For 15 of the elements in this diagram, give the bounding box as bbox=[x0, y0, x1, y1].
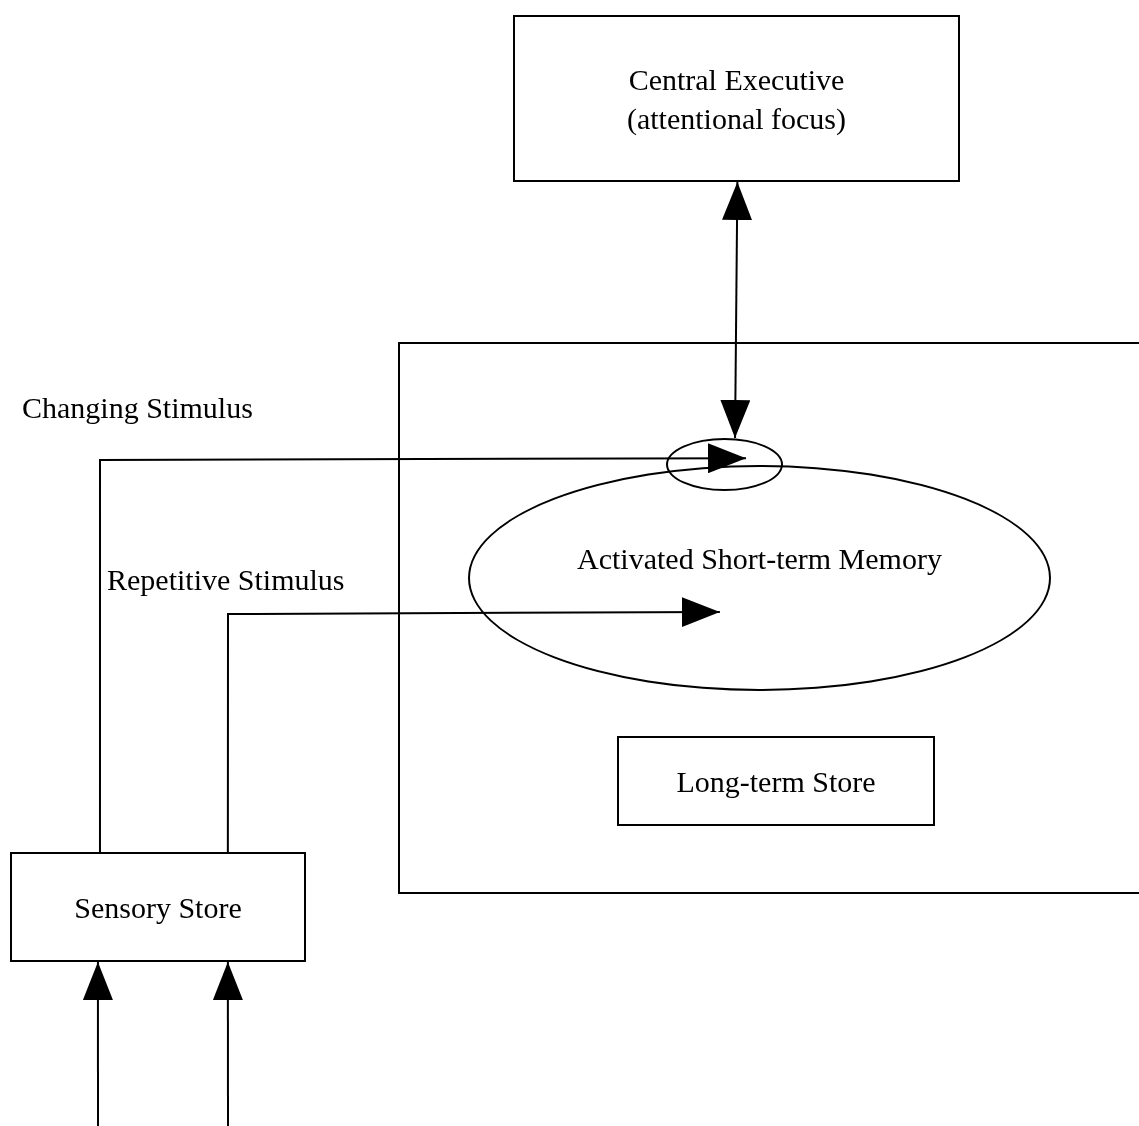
memory-ellipse bbox=[468, 465, 1051, 691]
arrow bbox=[226, 597, 721, 853]
arrow bbox=[212, 961, 243, 1126]
node-label: Sensory Store bbox=[74, 889, 242, 926]
node-label: Long-term Store bbox=[676, 763, 876, 800]
long-term-memory-box bbox=[398, 342, 1139, 894]
node-label: Central Executive (attentional focus) bbox=[625, 61, 848, 137]
arrow bbox=[82, 961, 113, 1126]
process-box bbox=[10, 852, 306, 962]
arrow bbox=[720, 181, 753, 439]
focus-ellipse bbox=[666, 438, 783, 491]
node-label: Activated Short-term Memory bbox=[577, 540, 942, 577]
process-box bbox=[617, 736, 935, 826]
process-box bbox=[513, 15, 960, 182]
arrow bbox=[99, 443, 748, 853]
